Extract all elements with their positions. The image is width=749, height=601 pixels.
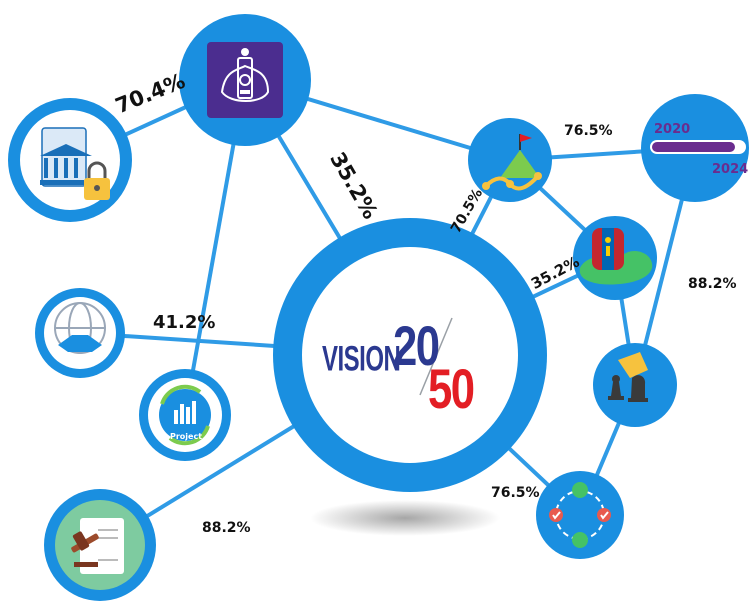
roadmap-goal-icon [482, 134, 542, 191]
project-label: Project [170, 432, 203, 441]
vision-2050-node[interactable] [273, 218, 547, 492]
government-node[interactable] [8, 98, 132, 222]
pct-bottom-center: 76.5% [491, 485, 540, 501]
chess-strategy-icon [608, 352, 648, 402]
year-progress-icon [650, 140, 746, 154]
handshake-globe-icon [54, 302, 106, 354]
progress-node[interactable] [641, 94, 749, 202]
law-gavel-document-icon [71, 518, 124, 574]
law-node[interactable] [44, 489, 156, 601]
vision-number-50: 50 [428, 357, 475, 420]
process-cycle-icon [549, 482, 611, 548]
government-building-lock-icon [40, 127, 110, 200]
center-shadow [310, 500, 500, 536]
handshake-node[interactable] [35, 288, 125, 378]
pct-bottom-left: 88.2% [202, 520, 251, 536]
flag-node[interactable] [573, 216, 657, 300]
roadmap-node[interactable] [468, 118, 552, 202]
chess-node[interactable] [593, 343, 677, 427]
project-node[interactable] [139, 369, 231, 461]
pct-right-vertical: 88.2% [688, 276, 737, 292]
project-cycle-icon [159, 384, 211, 446]
year-start: 2020 [654, 122, 691, 137]
soyombo-emblem-icon [220, 48, 270, 102]
process-node[interactable] [536, 471, 624, 559]
pct-goal-right: 76.5% [564, 123, 613, 139]
emblem-node[interactable] [179, 14, 311, 146]
vision-number-20: 20 [393, 314, 440, 377]
year-end: 2024 [712, 162, 749, 177]
pct-handshake: 41.2% [153, 312, 216, 333]
mongolia-flag-map-icon [579, 228, 653, 285]
vision-word: VISION [322, 340, 401, 380]
